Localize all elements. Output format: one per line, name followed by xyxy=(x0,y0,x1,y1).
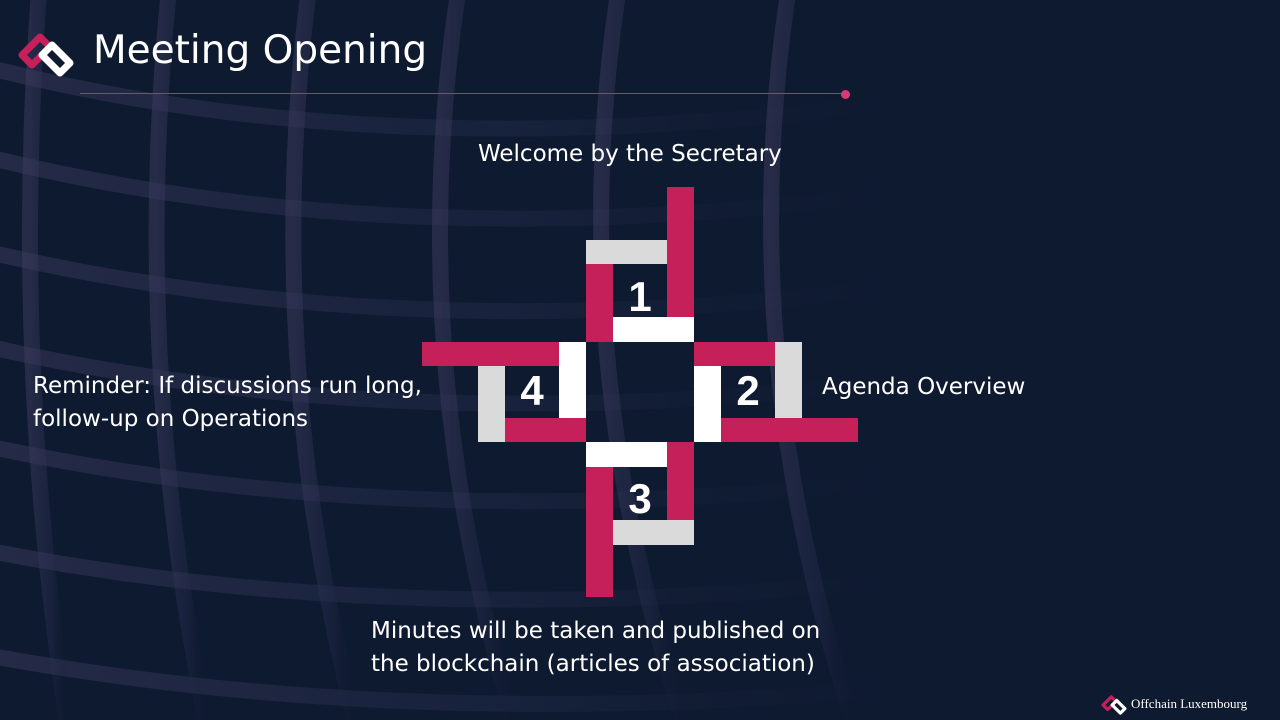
step3-caption-line: Minutes will be taken and published on xyxy=(371,618,821,644)
divider-dot xyxy=(841,89,850,99)
step3-accent-bar xyxy=(586,467,613,597)
step3-white-bar xyxy=(586,442,667,467)
step4-bottom-bar xyxy=(505,418,586,442)
step2-accent-bar xyxy=(721,418,858,442)
step2-caption: Agenda Overview xyxy=(822,374,1026,400)
step4-accent-bar xyxy=(422,342,559,366)
step1-accent-bar xyxy=(667,187,694,317)
footer-brand: Offchain Luxembourg xyxy=(1131,696,1248,711)
step3-side-bar xyxy=(667,442,694,520)
step1-side-bar xyxy=(586,264,613,342)
step4-grey-bar xyxy=(478,366,505,442)
step1-number: 1 xyxy=(628,273,652,320)
step1-grey-bar xyxy=(586,240,667,264)
step4-caption: Reminder: If discussions run long, follo… xyxy=(33,370,422,436)
step1-caption: Welcome by the Secretary xyxy=(478,141,782,167)
step2-white-bar xyxy=(694,366,721,442)
step4-white-bar xyxy=(559,342,586,418)
step3-grey-bar xyxy=(613,520,694,545)
page-title: Meeting Opening xyxy=(93,28,428,73)
footer-logo-icon xyxy=(1101,695,1127,715)
step2-grey-bar xyxy=(775,342,802,418)
step4-caption-line: Reminder: If discussions run long, xyxy=(33,373,422,399)
step3-caption-line: the blockchain (articles of association) xyxy=(371,651,815,677)
step2-top-bar xyxy=(694,342,775,366)
step1-white-bar xyxy=(613,317,694,342)
step4-caption-line: follow-up on Operations xyxy=(33,406,309,432)
step3-caption: Minutes will be taken and published on t… xyxy=(371,615,820,681)
step3-number: 3 xyxy=(628,475,652,522)
step2-number: 2 xyxy=(736,367,760,414)
step4-number: 4 xyxy=(520,367,544,414)
brand-logo-icon xyxy=(18,33,74,77)
title-divider xyxy=(80,93,846,94)
